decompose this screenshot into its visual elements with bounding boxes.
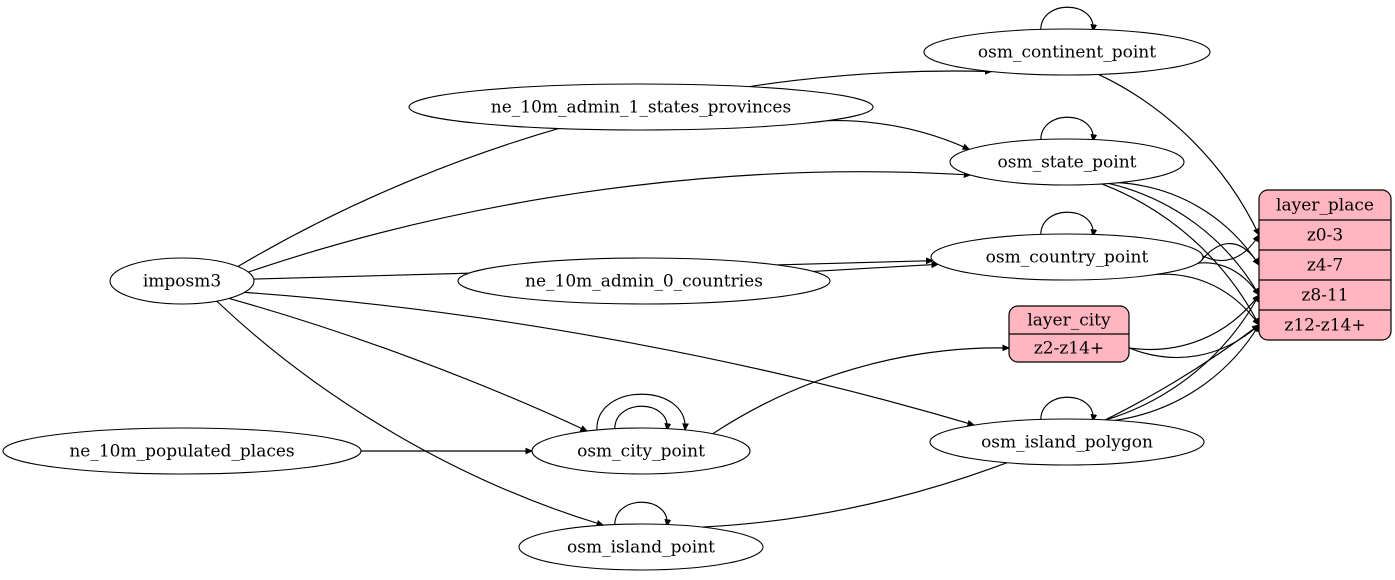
record-row-label: z4-7 [1307, 256, 1343, 276]
record-node-layer_place[interactable]: layer_place z0-3 z4-7 z8-11 z12-z14+ [1258, 189, 1392, 341]
edge-osm_island_polygon-to-layer_place.z8-11 [1105, 295, 1259, 421]
node-shape [408, 83, 874, 131]
node-label: ne_10m_admin_1_states_provinces [491, 98, 791, 118]
edge-layer_city.z2-z14+-to-layer_place.z8-11 [1128, 295, 1259, 351]
edge-ne_10m_admin_0_countries-to-osm_country_point [813, 264, 938, 272]
record-node-layer_city[interactable]: layer_city z2-z14+ [1008, 305, 1130, 363]
self-loop-osm_city_point [614, 405, 667, 433]
node-shape [457, 257, 831, 305]
node-shape [2, 427, 362, 475]
self-loop-osm_island_polygon [1040, 396, 1093, 424]
record-row-label: z8-11 [1301, 286, 1348, 306]
edge-imposm3-to-osm_island_point [216, 300, 604, 525]
node-imposm3[interactable]: imposm3 [109, 257, 255, 305]
edge-osm_continent_point-to-layer_place.z0-3 [1098, 73, 1260, 235]
self-loop-osm_continent_point [1040, 6, 1093, 34]
edge-layer [216, 6, 1260, 529]
node-shape [923, 28, 1211, 76]
node-label: ne_10m_admin_0_countries [525, 272, 763, 292]
edge-osm_state_point-to-layer_place.z4-7 [1118, 182, 1259, 265]
record-row-label: z12-z14+ [1284, 316, 1365, 336]
node-osm_city_point[interactable]: osm_city_point [531, 427, 751, 475]
node-osm_continent_point[interactable]: osm_continent_point [923, 28, 1211, 76]
node-label: osm_country_point [986, 248, 1149, 268]
edge-osm_state_point-to-layer_place.z8-11 [1108, 182, 1259, 295]
node-label: ne_10m_populated_places [69, 442, 294, 462]
node-shape [949, 138, 1185, 186]
edge-imposm3-to-osm_state_point [248, 172, 970, 273]
node-layer: layer_city z2-z14+ layer_place z0-3 z4-7 z8-1… [2, 28, 1392, 571]
node-shape [531, 427, 751, 475]
node-osm_state_point[interactable]: osm_state_point [949, 138, 1185, 186]
node-label: osm_island_point [567, 538, 715, 558]
edge-osm_state_point-to-layer_place.z12-z14+ [1101, 183, 1260, 325]
edge-osm_island_polygon-to-layer_place.z12-z14+ [1114, 325, 1259, 421]
self-loop-osm_island_point [614, 501, 667, 529]
node-label: osm_state_point [998, 153, 1137, 173]
node-shape [518, 523, 764, 571]
edge-osm_country_point-to-layer_place.z12-z14+ [1140, 273, 1259, 325]
node-ne_10m_admin_0_countries[interactable]: ne_10m_admin_0_countries [457, 257, 831, 305]
node-ne_10m_populated_places[interactable]: ne_10m_populated_places [2, 427, 362, 475]
edge-imposm3-to-osm_island_polygon [244, 291, 975, 425]
self-loop-osm_country_point [1040, 211, 1093, 239]
edge-osm_island_point-to-layer_place.z12-z14+ [702, 325, 1259, 528]
self-loop-osm_state_point [1040, 116, 1093, 144]
node-label: osm_island_polygon [981, 433, 1153, 453]
edge-osm_country_point-to-layer_place.z4-7 [1200, 243, 1259, 265]
node-label: imposm3 [143, 272, 221, 292]
node-shape [929, 418, 1205, 466]
record-row-label: z0-3 [1307, 226, 1343, 246]
node-osm_island_polygon[interactable]: osm_island_polygon [929, 418, 1205, 466]
node-ne_10m_admin_1_states_provinces[interactable]: ne_10m_admin_1_states_provinces [408, 83, 874, 131]
record-row-label: layer_city [1027, 311, 1111, 331]
node-shape [109, 257, 255, 305]
self-loop-osm_city_point [596, 393, 685, 433]
node-label: osm_continent_point [978, 43, 1156, 63]
record-row-label: z2-z14+ [1034, 339, 1104, 359]
record-row-label: layer_place [1276, 196, 1374, 216]
node-label: osm_city_point [577, 442, 705, 462]
edge-osm_city_point-to-layer_city.z2-z14+ [712, 348, 1009, 435]
edge-ne_10m_admin_1_states_provinces-to-osm_state_point [782, 120, 969, 150]
node-osm_country_point[interactable]: osm_country_point [930, 233, 1204, 281]
node-shape [930, 233, 1204, 281]
edge-imposm3-to-osm_city_point [228, 297, 587, 432]
node-osm_island_point[interactable]: osm_island_point [518, 523, 764, 571]
record-body [1258, 189, 1392, 341]
